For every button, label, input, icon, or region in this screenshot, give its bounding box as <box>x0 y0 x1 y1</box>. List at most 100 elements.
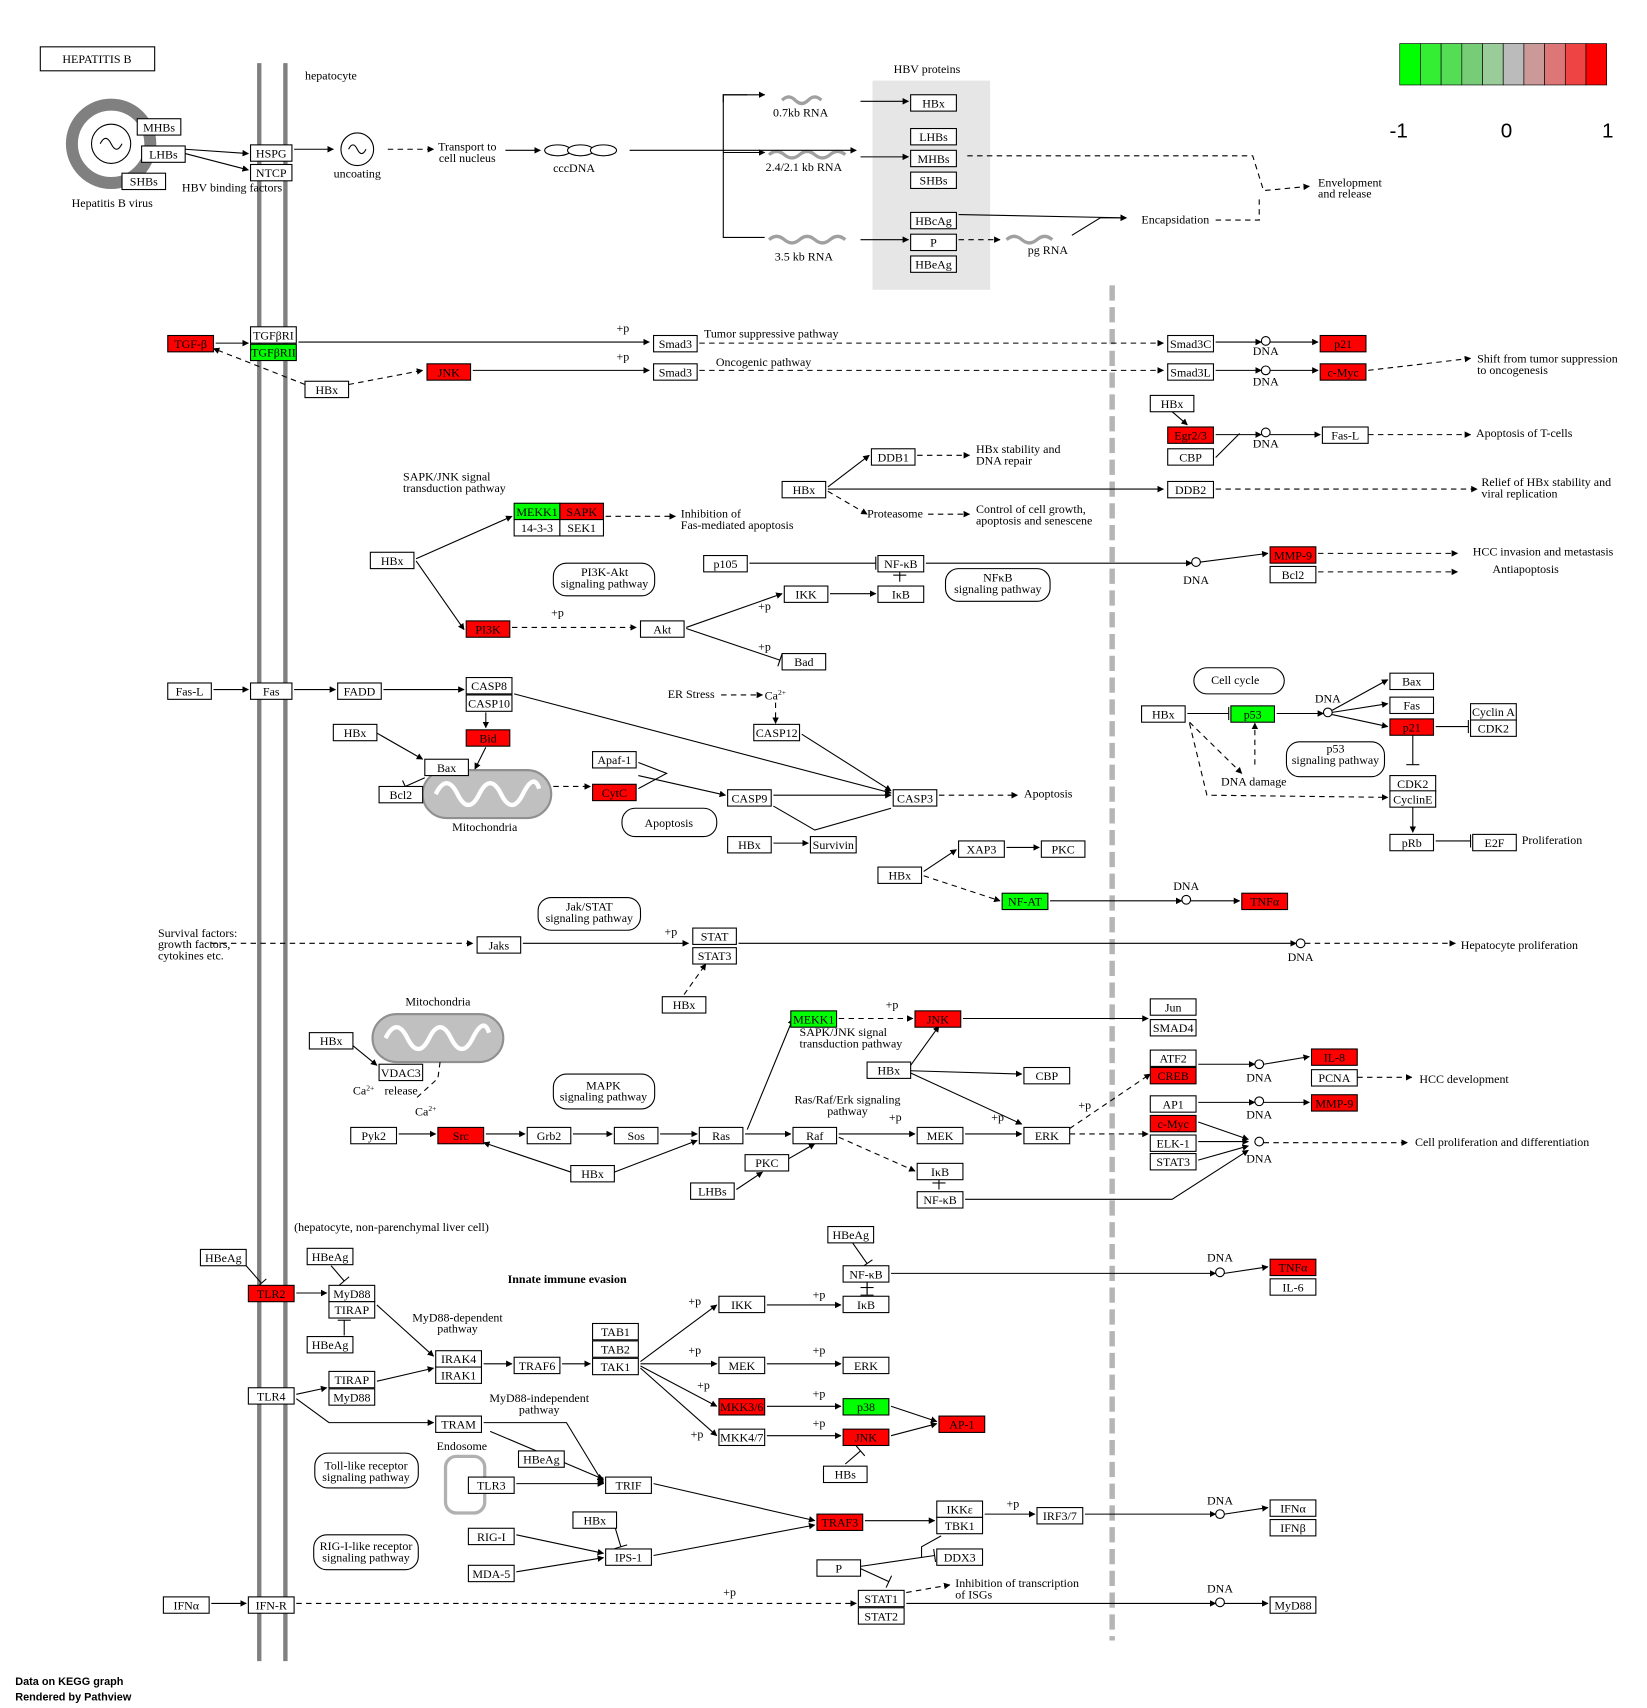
gene-node[interactable]: HBx <box>304 380 350 399</box>
gene-node[interactable]: LHBs <box>910 127 957 146</box>
gene-node[interactable]: FADD <box>337 682 382 700</box>
gene-node[interactable]: CytC <box>592 783 637 802</box>
gene-node[interactable]: HBx <box>308 1032 354 1050</box>
gene-node[interactable]: p21 <box>1319 334 1367 353</box>
gene-node[interactable]: HBx <box>781 480 827 499</box>
gene-node[interactable]: MHBs <box>136 118 182 136</box>
gene-node[interactable]: Ras <box>698 1126 744 1145</box>
gene-node[interactable]: ERK <box>842 1356 890 1375</box>
gene-node[interactable]: p21 <box>1389 718 1435 736</box>
gene-node[interactable]: TIRAP <box>328 1301 376 1319</box>
gene-node[interactable]: PI3K <box>465 620 511 638</box>
gene-node[interactable]: Fas-L <box>1321 426 1369 444</box>
gene-node[interactable]: HBx <box>727 836 772 854</box>
gene-node[interactable]: JNK <box>914 1010 962 1028</box>
gene-node[interactable]: Raf <box>792 1126 838 1145</box>
gene-node[interactable]: STAT2 <box>857 1607 905 1625</box>
gene-node[interactable]: TAB2 <box>592 1340 639 1358</box>
gene-node[interactable]: Survivin <box>809 836 857 854</box>
gene-node[interactable]: Bax <box>1389 672 1435 691</box>
gene-node[interactable]: TNFα <box>1269 1258 1317 1277</box>
gene-node[interactable]: HBx <box>866 1061 912 1079</box>
gene-node[interactable]: HBeAg <box>306 1247 354 1266</box>
gene-node[interactable]: Bad <box>781 653 827 671</box>
gene-node[interactable]: MyD88 <box>328 1388 376 1406</box>
gene-node[interactable]: HBeAg <box>910 255 957 273</box>
gene-node[interactable]: IKK <box>718 1295 766 1314</box>
gene-node[interactable]: IRAK4 <box>435 1350 483 1368</box>
gene-node[interactable]: TAK1 <box>592 1357 639 1376</box>
gene-node[interactable]: MMP-9 <box>1269 546 1317 564</box>
gene-node[interactable]: DDB2 <box>1167 480 1215 499</box>
gene-node[interactable]: TBK1 <box>936 1516 984 1535</box>
gene-node[interactable]: MEK <box>718 1356 766 1375</box>
gene-node[interactable]: HBx <box>570 1164 615 1183</box>
gene-node[interactable]: HBx <box>1141 705 1186 723</box>
gene-node[interactable]: CASP12 <box>753 723 801 742</box>
gene-node[interactable]: MEK <box>916 1126 964 1145</box>
gene-node[interactable]: Smad3 <box>653 334 698 353</box>
gene-node[interactable]: IL-8 <box>1310 1048 1358 1066</box>
gene-node[interactable]: IRF3/7 <box>1036 1507 1084 1525</box>
gene-node[interactable]: Grb2 <box>526 1126 572 1145</box>
gene-node[interactable]: IκB <box>877 585 925 603</box>
gene-node[interactable]: TLR2 <box>247 1284 295 1303</box>
gene-node[interactable]: IκB <box>916 1162 964 1181</box>
gene-node[interactable]: TRAF6 <box>513 1356 561 1375</box>
gene-node[interactable]: HBeAg <box>199 1248 247 1267</box>
gene-node[interactable]: NF-κB <box>916 1191 964 1209</box>
gene-node[interactable]: AP1 <box>1149 1095 1197 1113</box>
gene-node[interactable]: SHBs <box>121 172 167 191</box>
gene-node[interactable]: 14-3-3 <box>513 519 561 537</box>
gene-node[interactable]: IKKε <box>936 1500 984 1518</box>
gene-node[interactable]: HSPG <box>249 144 293 162</box>
gene-node[interactable]: TLR3 <box>467 1476 515 1494</box>
gene-node[interactable]: CASP3 <box>892 789 938 807</box>
gene-node[interactable]: MyD88 <box>1269 1596 1317 1614</box>
gene-node[interactable]: TRIF <box>605 1476 652 1494</box>
gene-node[interactable]: Jun <box>1149 998 1197 1016</box>
gene-node[interactable]: IFNβ <box>1269 1519 1317 1537</box>
gene-node[interactable]: Akt <box>639 620 685 638</box>
gene-node[interactable]: MEKK1 <box>513 502 561 521</box>
gene-node[interactable]: PCNA <box>1310 1069 1358 1087</box>
gene-node[interactable]: p53 <box>1230 705 1276 723</box>
gene-node[interactable]: HBx <box>910 94 957 112</box>
gene-node[interactable]: TGF-β <box>167 334 215 353</box>
gene-node[interactable]: Jaks <box>476 936 522 954</box>
gene-node[interactable]: Fas <box>1389 696 1435 715</box>
gene-node[interactable]: Smad3C <box>1167 334 1215 353</box>
gene-node[interactable]: MEKK1 <box>790 1010 838 1028</box>
gene-node[interactable]: MKK3/6 <box>718 1398 766 1416</box>
gene-node[interactable]: AP-1 <box>938 1415 986 1433</box>
gene-node[interactable]: IPS-1 <box>605 1548 652 1566</box>
gene-node[interactable]: SMAD4 <box>1149 1019 1197 1037</box>
gene-node[interactable]: JNK <box>426 363 472 381</box>
gene-node[interactable]: Bax <box>424 758 469 777</box>
gene-node[interactable]: STAT <box>692 927 737 945</box>
gene-node[interactable]: CASP8 <box>465 676 513 695</box>
gene-node[interactable]: HBx <box>877 866 923 884</box>
gene-node[interactable]: P <box>910 233 957 252</box>
gene-node[interactable]: TGFβRI <box>249 326 297 344</box>
gene-node[interactable]: HBeAg <box>306 1336 354 1354</box>
gene-node[interactable]: Sos <box>613 1126 659 1145</box>
gene-node[interactable]: CBP <box>1167 448 1215 466</box>
gene-node[interactable]: IRAK1 <box>435 1366 483 1384</box>
gene-node[interactable]: Smad3 <box>653 363 698 381</box>
gene-node[interactable]: SAPK <box>559 502 605 521</box>
gene-node[interactable]: P <box>816 1559 862 1577</box>
gene-node[interactable]: STAT3 <box>1149 1153 1197 1171</box>
gene-node[interactable]: pRb <box>1389 833 1435 852</box>
gene-node[interactable]: CyclinE <box>1389 790 1437 808</box>
gene-node[interactable]: HBx <box>1149 394 1195 413</box>
gene-node[interactable]: TAB1 <box>592 1322 639 1341</box>
gene-node[interactable]: HBeAg <box>827 1225 875 1244</box>
gene-node[interactable]: IL-6 <box>1269 1278 1317 1296</box>
gene-node[interactable]: LHBs <box>690 1182 735 1200</box>
gene-node[interactable]: Apaf-1 <box>592 751 637 769</box>
gene-node[interactable]: VDAC3 <box>378 1063 424 1082</box>
gene-node[interactable]: CBP <box>1023 1066 1071 1085</box>
gene-node[interactable]: c-Myc <box>1319 363 1367 381</box>
gene-node[interactable]: LHBs <box>141 145 186 163</box>
